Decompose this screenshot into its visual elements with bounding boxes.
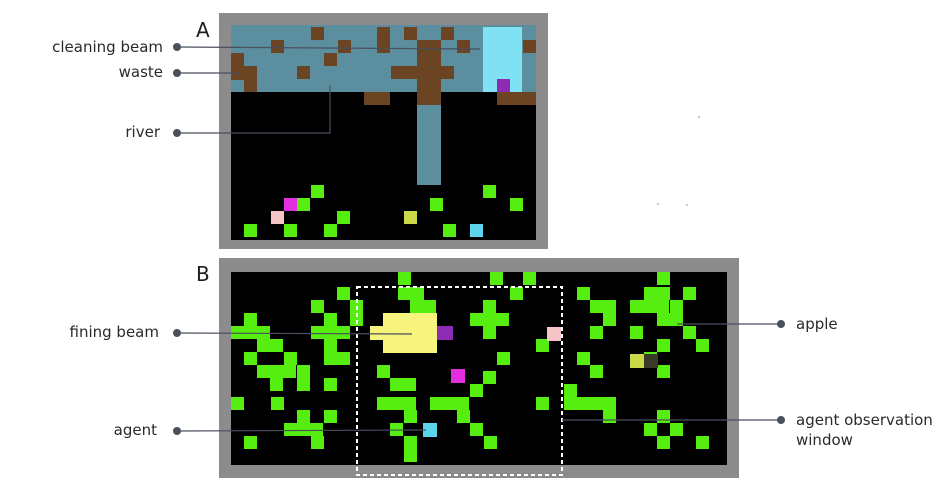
- agent-yellow-b: [630, 354, 644, 368]
- label-river: river: [125, 123, 160, 141]
- agent-cyan-b: [423, 423, 437, 437]
- river-stem: [417, 92, 441, 185]
- apples-panel-b: [231, 272, 709, 462]
- agent-pink-b: [547, 327, 561, 341]
- agent-dark-b: [644, 354, 658, 368]
- artifact-dot: [657, 203, 659, 205]
- label-apple: apple: [796, 315, 838, 333]
- agent-purple: [497, 79, 510, 92]
- agent-magenta-b: [451, 369, 465, 383]
- agent-purple-b: [437, 326, 453, 340]
- label-agent-observation-window-line2: window: [796, 431, 853, 449]
- panel-a-letter: A: [196, 18, 210, 42]
- apples-panel-a: [244, 185, 523, 237]
- panel-b-letter: B: [196, 262, 210, 286]
- artifact-dot: [698, 116, 700, 118]
- label-agent: agent: [114, 421, 157, 439]
- artifact-dot: [686, 204, 688, 206]
- label-cleaning-beam: cleaning beam: [52, 38, 163, 56]
- label-agent-observation-window-line1: agent observation: [796, 411, 933, 429]
- label-fining-beam: fining beam: [70, 323, 159, 341]
- annotation-cleaning-beam: cleaning beam: [52, 38, 481, 56]
- annotation-agent-observation-window: agent observation window: [562, 411, 933, 449]
- annotation-waste: waste: [119, 63, 240, 81]
- annotation-apple: apple: [677, 315, 838, 333]
- fining-beam: [383, 313, 437, 353]
- annotation-agent: agent: [114, 421, 427, 439]
- annotation-fining-beam: fining beam: [70, 323, 413, 341]
- annotation-river: river: [125, 85, 331, 141]
- agent-cyan-a: [470, 224, 483, 237]
- panel-b: [219, 258, 739, 478]
- agent-magenta-a: [284, 198, 297, 211]
- agent-yellow-a: [404, 211, 417, 224]
- waste-tiles: [231, 27, 536, 105]
- fining-beam-edge: [370, 326, 383, 340]
- label-waste: waste: [119, 63, 163, 81]
- panel-a: [219, 13, 548, 249]
- agent-pink-a: [271, 211, 284, 224]
